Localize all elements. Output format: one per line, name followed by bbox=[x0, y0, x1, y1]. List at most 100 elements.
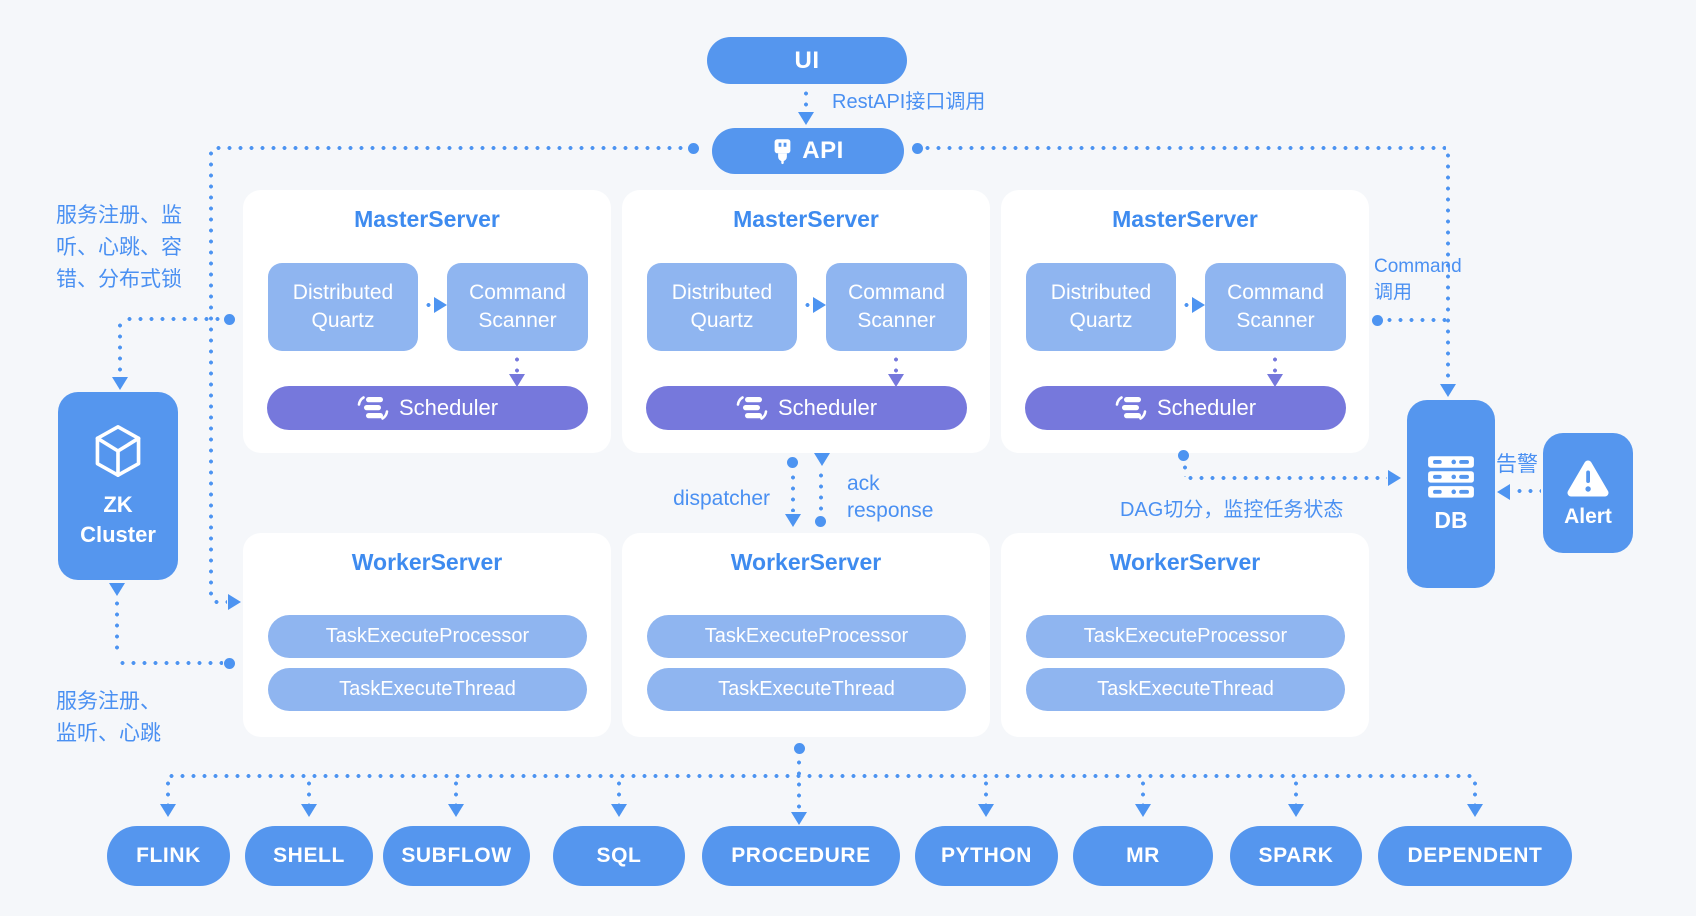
master-zk-vline bbox=[118, 320, 122, 375]
task-execute-thread-pill: TaskExecuteThread bbox=[268, 668, 587, 711]
arrow-ack bbox=[814, 453, 830, 466]
command-scanner-box: Command Scanner bbox=[447, 263, 588, 351]
worker-server-title: WorkerServer bbox=[1109, 549, 1261, 575]
scheduler-pill: Scheduler bbox=[1025, 386, 1346, 430]
task-pill-procedure: PROCEDURE bbox=[702, 826, 900, 886]
ui-node: UI bbox=[707, 37, 907, 84]
task-pill-mr: MR bbox=[1073, 826, 1213, 886]
arrow-api-worker bbox=[228, 594, 241, 610]
dispatcher-dot bbox=[787, 457, 798, 468]
arrow-task-spark bbox=[1288, 804, 1304, 817]
command-branch-line bbox=[1384, 318, 1446, 322]
task-execute-thread-pill: TaskExecuteThread bbox=[647, 668, 966, 711]
api-right-rail-dot bbox=[912, 143, 923, 154]
task-execute-processor-pill: TaskExecuteProcessor bbox=[1026, 615, 1345, 658]
worker-zk-vline bbox=[115, 598, 119, 656]
scheduler-label: Scheduler bbox=[777, 395, 878, 420]
api-node-label: API bbox=[802, 137, 844, 164]
command-scanner-box: Command Scanner bbox=[826, 263, 967, 351]
command-scanner-box: Command Scanner bbox=[1205, 263, 1346, 351]
task-pill-sql: SQL bbox=[553, 826, 685, 886]
scheduler-label: Scheduler bbox=[1156, 395, 1257, 420]
worker-zk-dot bbox=[224, 658, 235, 669]
arrow-ui-api bbox=[798, 112, 814, 125]
scanner-scheduler-line bbox=[1273, 354, 1277, 374]
task-stub-line bbox=[454, 778, 458, 804]
task-execute-thread-pill: TaskExecuteThread bbox=[1026, 668, 1345, 711]
scanner-scheduler-line bbox=[515, 354, 519, 374]
arrow-scanner-scheduler bbox=[509, 374, 525, 387]
command-branch-dot bbox=[1372, 315, 1383, 326]
dispatcher-line bbox=[791, 472, 795, 512]
arrow-task-sql bbox=[611, 804, 627, 817]
connector-ui-api bbox=[804, 88, 808, 112]
arrow-alert-db bbox=[1497, 484, 1510, 500]
scanner-scheduler-line bbox=[894, 354, 898, 374]
arrow-task-mr bbox=[1135, 804, 1151, 817]
task-pill-dependent: DEPENDENT bbox=[1378, 826, 1572, 886]
zk-register-worker-label: 服务注册、 监听、心跳 bbox=[56, 690, 161, 745]
task-pill-python: PYTHON bbox=[915, 826, 1058, 886]
quartz-scanner-line bbox=[423, 303, 436, 307]
ack-dot bbox=[815, 516, 826, 527]
api-left-rail bbox=[213, 146, 689, 150]
dag-label: DAG切分，监控任务状态 bbox=[1120, 499, 1344, 521]
arrow-quartz-scanner bbox=[1192, 297, 1205, 313]
ack-line bbox=[819, 470, 823, 514]
task-pill-flink: FLINK bbox=[107, 826, 230, 886]
worker-server-card-2: WorkerServer TaskExecuteProcessor TaskEx… bbox=[622, 533, 990, 737]
task-stub-line bbox=[307, 778, 311, 804]
arrow-dispatcher bbox=[785, 514, 801, 527]
task-stub-line bbox=[984, 778, 988, 804]
arrow-api-db bbox=[1440, 384, 1456, 397]
left-rail-elbow bbox=[211, 600, 227, 604]
sync-stack-icon bbox=[1115, 394, 1147, 422]
master-server-title: MasterServer bbox=[1112, 206, 1258, 232]
arrow-task-flink bbox=[160, 804, 176, 817]
alarm-label: 告警 bbox=[1496, 453, 1538, 476]
scheduler-label: Scheduler bbox=[398, 395, 499, 420]
alert-node: Alert bbox=[1543, 433, 1633, 553]
alert-node-label: Alert bbox=[1564, 504, 1612, 528]
task-execute-processor-pill: TaskExecuteProcessor bbox=[647, 615, 966, 658]
master-server-title: MasterServer bbox=[354, 206, 500, 232]
quartz-scanner-line bbox=[1181, 303, 1194, 307]
api-node: API bbox=[712, 128, 904, 174]
master-server-card-3: MasterServer Distributed Quartz Command … bbox=[1001, 190, 1369, 453]
left-rail-vertical bbox=[209, 148, 213, 600]
command-call-label: Command 调用 bbox=[1374, 256, 1462, 303]
dag-vline bbox=[1183, 462, 1187, 477]
arrow-quartz-scanner bbox=[813, 297, 826, 313]
api-right-rail bbox=[922, 146, 1446, 150]
ack-response-label: ack response bbox=[847, 472, 934, 522]
worker-task-vline bbox=[797, 757, 801, 815]
right-rail-vertical bbox=[1446, 150, 1450, 382]
dag-hline bbox=[1185, 476, 1387, 480]
arrow-task-python bbox=[978, 804, 994, 817]
sync-stack-icon bbox=[736, 394, 768, 422]
task-stub-line bbox=[1294, 778, 1298, 804]
master-server-card-2: MasterServer Distributed Quartz Command … bbox=[622, 190, 990, 453]
warning-triangle-icon bbox=[1565, 458, 1611, 498]
ui-node-label: UI bbox=[794, 46, 820, 74]
usb-plug-icon bbox=[772, 138, 793, 165]
master-server-title: MasterServer bbox=[733, 206, 879, 232]
distributed-quartz-box: Distributed Quartz bbox=[1026, 263, 1176, 351]
arrow-worker-zk bbox=[109, 583, 125, 596]
worker-server-title: WorkerServer bbox=[730, 549, 882, 575]
task-stub-line bbox=[1473, 778, 1477, 804]
worker-zk-hline bbox=[117, 661, 223, 665]
api-left-rail-dot bbox=[688, 143, 699, 154]
distributed-quartz-box: Distributed Quartz bbox=[268, 263, 418, 351]
server-stack-icon bbox=[1427, 455, 1475, 499]
alert-db-line bbox=[1514, 489, 1541, 493]
arrow-dag-db bbox=[1388, 470, 1401, 486]
arrow-scanner-scheduler bbox=[888, 374, 904, 387]
worker-server-card-1: WorkerServer TaskExecuteProcessor TaskEx… bbox=[243, 533, 611, 737]
arrow-quartz-scanner bbox=[434, 297, 447, 313]
arrow-task-dependent bbox=[1467, 804, 1483, 817]
sync-stack-icon bbox=[357, 394, 389, 422]
rest-api-label: RestAPI接口调用 bbox=[832, 91, 986, 113]
dag-dot bbox=[1178, 450, 1189, 461]
scheduler-pill: Scheduler bbox=[267, 386, 588, 430]
